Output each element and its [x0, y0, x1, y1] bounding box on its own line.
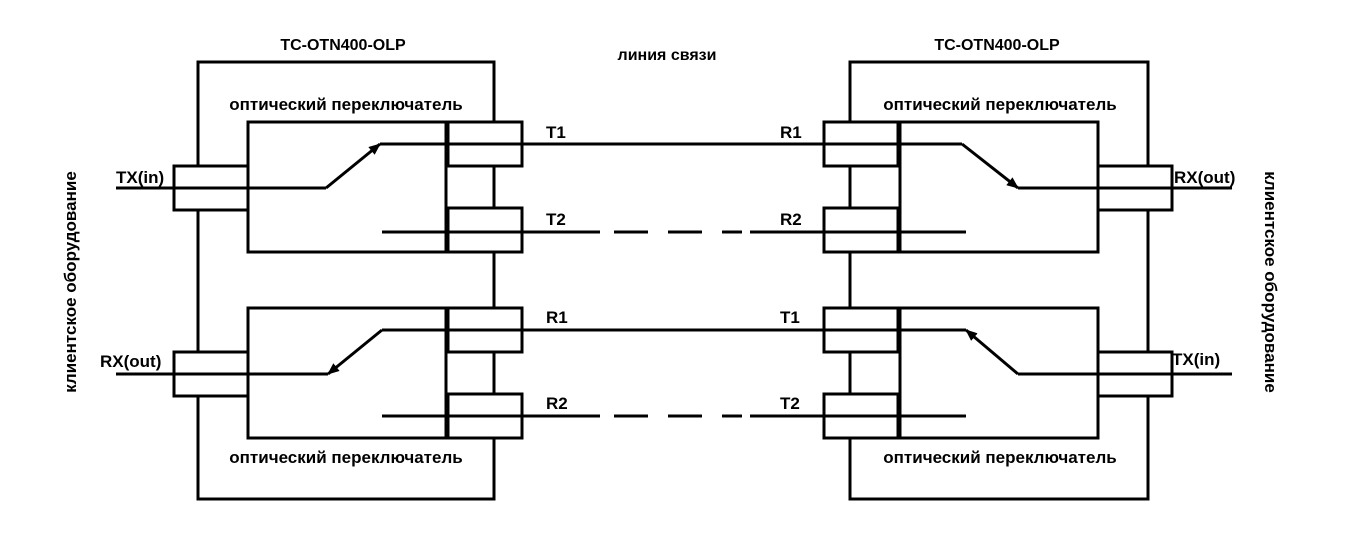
rt-r1-label: R1 — [780, 123, 802, 142]
lb-r1-label: R1 — [546, 308, 568, 327]
left-bottom-port-label: RX(out) — [100, 352, 161, 371]
left-client-label: клиентское оборудование — [61, 171, 80, 393]
right-bottom-switch-arm — [965, 328, 1019, 376]
right-top-switch-arm — [961, 142, 1019, 190]
left-top-switch-label: оптический переключатель — [229, 95, 462, 114]
right-top-port-label: RX(out) — [1174, 168, 1235, 187]
left-bottom-switch-arm — [327, 328, 383, 376]
left-bottom-switch-label: оптический переключатель — [229, 448, 462, 467]
right-bottom-switch-label: оптический переключатель — [883, 448, 1116, 467]
left-device-title: TC-OTN400-OLP — [280, 37, 406, 54]
rb-t1-label: T1 — [780, 308, 800, 327]
right-top-connector-r2 — [822, 206, 900, 254]
rb-t2-label: T2 — [780, 394, 800, 413]
left-top-switch-arm — [325, 142, 381, 190]
lt-t1-label: T1 — [546, 123, 566, 142]
rt-r2-label: R2 — [780, 210, 802, 229]
left-top-port-label: TX(in) — [116, 168, 164, 187]
right-client-label: клиентское оборудование — [1261, 171, 1280, 393]
right-top-switch-label: оптический переключатель — [883, 95, 1116, 114]
right-bottom-port-label: TX(in) — [1172, 350, 1220, 369]
lb-r2-label: R2 — [546, 394, 568, 413]
left-top-connector-t2 — [446, 206, 524, 254]
right-device-title: TC-OTN400-OLP — [934, 37, 1060, 54]
lt-t2-label: T2 — [546, 210, 566, 229]
line-label: линия связи — [618, 47, 717, 64]
